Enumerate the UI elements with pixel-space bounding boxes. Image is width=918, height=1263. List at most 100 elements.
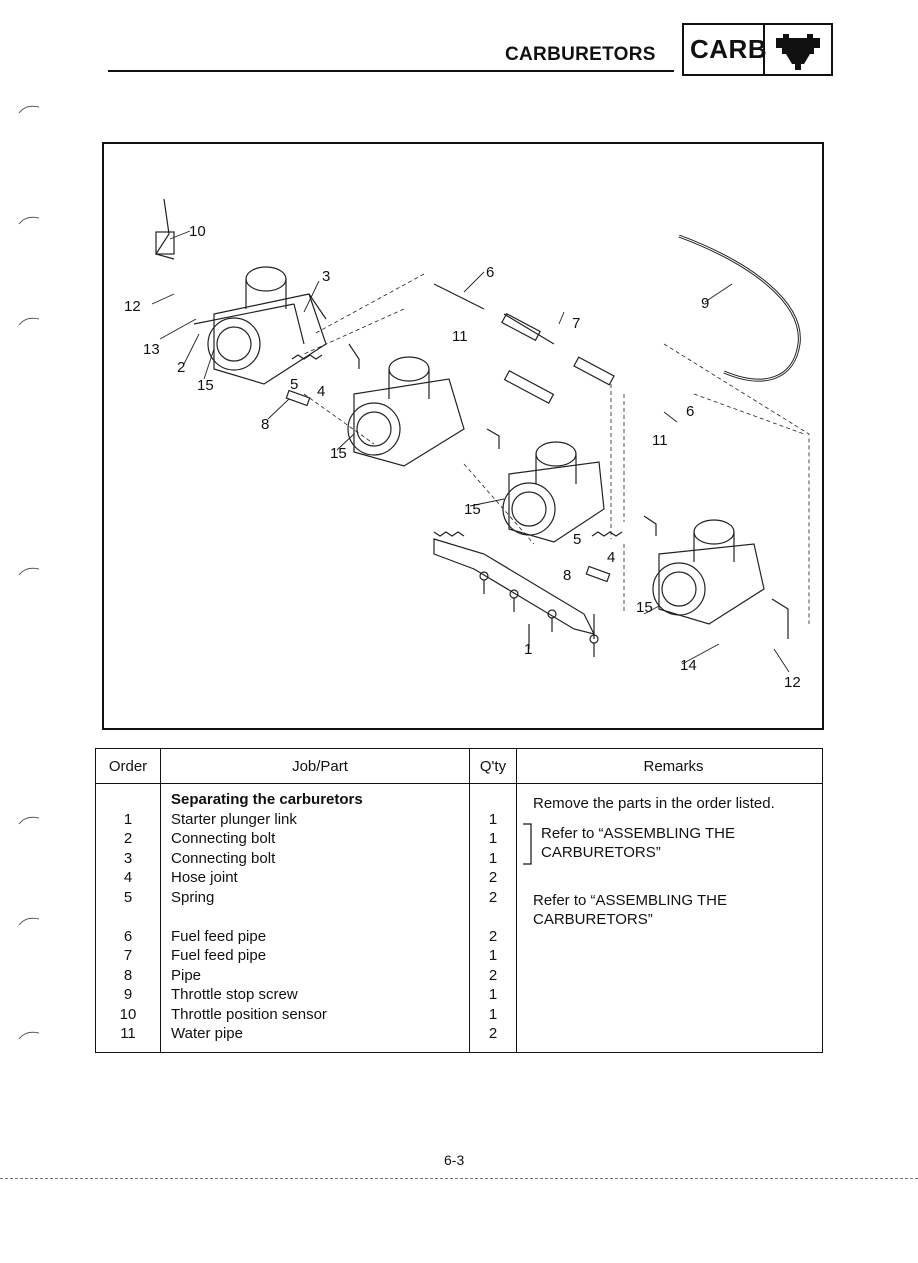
callout-12b: 12: [784, 674, 801, 691]
order-cell: 11: [120, 1025, 136, 1042]
bracket-mark: [523, 823, 532, 865]
qty-column: 1 1 1 2 2 2 1 2 1 1 2: [469, 783, 517, 1053]
exploded-view-figure: 10 3 6 12 13 2 15 5 4 8 11 7 9 6 15 11 1…: [102, 142, 824, 730]
carburetor-body-4: [652, 519, 765, 625]
order-spacer: [96, 907, 160, 927]
footer-rule: [0, 1178, 918, 1179]
callout-15: 15: [197, 377, 214, 394]
qty-cell: 2: [488, 1025, 498, 1042]
order-cell: 1: [123, 810, 133, 828]
callout-7: 7: [572, 315, 580, 332]
carburetor-icon: [776, 34, 820, 70]
callout-1: 1: [524, 641, 532, 658]
part-name-cell: Fuel feed pipe: [171, 947, 267, 964]
order-cell: 9: [123, 986, 133, 1003]
qty-cell: 1: [488, 830, 498, 847]
callout-10: 10: [189, 223, 206, 240]
part-name-cell: Throttle position sensor: [171, 1005, 327, 1023]
carburetor-body-3: [502, 441, 605, 543]
part-name-cell: Throttle stop screw: [171, 986, 298, 1003]
margin-mark: [18, 567, 40, 576]
margin-mark: [18, 917, 40, 926]
job-part-column: Separating the carburetors Starter plung…: [160, 783, 470, 1053]
callout-15b: 15: [330, 445, 347, 462]
margin-mark: [18, 317, 40, 326]
order-cell: 2: [123, 830, 133, 847]
qty-cell: 1: [488, 810, 498, 828]
order-spacer: [96, 790, 160, 810]
qty-cell: 1: [488, 1005, 498, 1023]
order-column-header: Order: [95, 748, 161, 784]
callout-11b: 11: [652, 432, 668, 449]
section-heading: Separating the carburetors: [171, 791, 363, 808]
callout-12: 12: [124, 298, 141, 315]
remarks-intro: Remove the parts in the order listed.: [533, 795, 775, 812]
callout-14: 14: [680, 657, 697, 674]
callout-15d: 15: [636, 599, 653, 616]
order-cell: 7: [123, 947, 133, 964]
order-cell: 5: [123, 888, 133, 906]
remarks-ref-2-line-2: CARBURETORS”: [533, 911, 653, 928]
callout-3: 3: [322, 268, 330, 285]
qty-cell: 1: [488, 947, 498, 964]
qty-spacer: [470, 790, 516, 810]
remarks-ref-1-line-1: Refer to “ASSEMBLING THE: [541, 825, 735, 842]
remarks-ref-2-line-1: Refer to “ASSEMBLING THE: [533, 892, 727, 909]
job-part-column-header: Job/Part: [160, 748, 470, 784]
carburetor-exploded-drawing: 10 3 6 12 13 2 15 5 4 8 11 7 9 6 15 11 1…: [124, 198, 810, 691]
remarks-column-header: Remarks: [516, 748, 823, 784]
callout-6: 6: [486, 264, 494, 281]
callout-9: 9: [701, 295, 709, 312]
qty-cell: 1: [488, 986, 498, 1003]
carburetor-body-1: [207, 266, 327, 385]
part-name-cell: Spring: [171, 888, 215, 906]
callout-8b: 8: [563, 567, 571, 584]
callout-4b: 4: [607, 549, 615, 566]
parts-table: Order Job/Part Q'ty Remarks 1 2 3 4 5 6 …: [95, 748, 823, 1053]
part-name-cell: Hose joint: [171, 869, 238, 886]
callout-5: 5: [290, 376, 298, 393]
page-number: 6-3: [444, 1152, 465, 1168]
table-header-row: Order Job/Part Q'ty Remarks: [95, 748, 823, 784]
carburetor-body-2: [347, 356, 465, 467]
remarks-column: Remove the parts in the order listed. Re…: [516, 783, 823, 1053]
qty-cell: 1: [488, 849, 498, 867]
section-title: CARBURETORS: [505, 44, 656, 65]
section-badge: CARB: [682, 23, 833, 76]
remarks-ref-1-line-2: CARBURETORS”: [541, 844, 661, 861]
order-cell: 8: [123, 966, 133, 984]
callout-5b: 5: [573, 531, 581, 548]
order-cell: 3: [123, 849, 133, 867]
order-cell: 4: [123, 869, 133, 886]
order-cell: 6: [123, 927, 133, 945]
callout-11: 11: [452, 328, 468, 345]
callout-15c: 15: [464, 501, 481, 518]
callout-4: 4: [317, 383, 325, 400]
margin-mark: [18, 816, 40, 825]
part-name-cell: Starter plunger link: [171, 810, 297, 828]
header-rule: [108, 70, 674, 72]
badge-label: CARB: [690, 34, 768, 64]
qty-cell: 2: [488, 927, 498, 945]
order-cell: 10: [119, 1005, 137, 1023]
part-name-cell: Water pipe: [171, 1025, 243, 1042]
table-body-row: 1 2 3 4 5 6 7 8 9 10 11 Separating the c…: [95, 783, 823, 1053]
margin-mark: [18, 216, 40, 225]
badge-divider: [763, 25, 765, 74]
qty-cell: 2: [488, 966, 498, 984]
order-column: 1 2 3 4 5 6 7 8 9 10 11: [95, 783, 161, 1053]
qty-column-header: Q'ty: [469, 748, 517, 784]
part-spacer: [171, 907, 469, 927]
part-name-cell: Pipe: [171, 966, 202, 984]
callout-8: 8: [261, 416, 269, 433]
callout-13: 13: [143, 341, 160, 358]
callout-6b: 6: [686, 403, 694, 420]
part-name-cell: Connecting bolt: [171, 849, 276, 867]
qty-spacer: [470, 907, 516, 927]
qty-cell: 2: [488, 888, 498, 906]
part-name-cell: Fuel feed pipe: [171, 927, 267, 945]
remarks-block: Remove the parts in the order listed. Re…: [523, 784, 822, 1044]
margin-mark: [18, 105, 40, 114]
margin-mark: [18, 1031, 40, 1040]
callout-2: 2: [177, 359, 185, 376]
